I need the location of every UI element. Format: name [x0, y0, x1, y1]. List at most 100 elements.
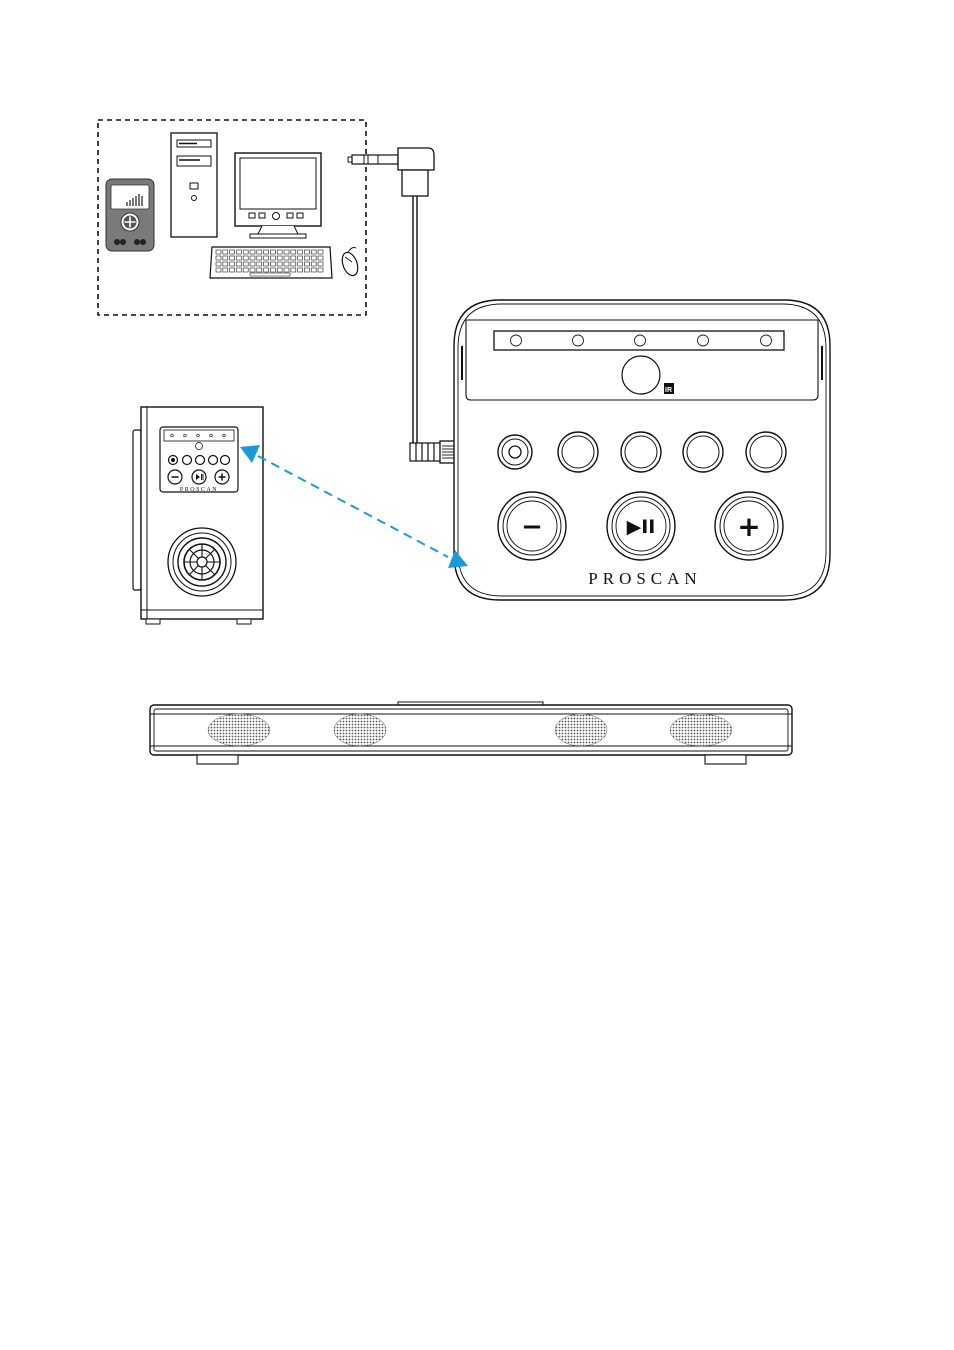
- keyboard-key: [304, 267, 310, 273]
- keyboard-key: [236, 249, 242, 255]
- keyboard-key: [304, 255, 310, 261]
- subwoofer-source-button[interactable]: [219, 454, 231, 466]
- keyboard-key: [304, 261, 310, 267]
- keyboard-key: [310, 249, 317, 255]
- subwoofer-brand-logo: PROSCAN: [180, 487, 218, 493]
- main-unit: IR −: [453, 299, 831, 601]
- speaker-grille: [669, 713, 733, 747]
- source-button-2[interactable]: [620, 431, 662, 473]
- keyboard-spacebar: [249, 272, 291, 277]
- keyboard-key: [256, 249, 263, 255]
- source-button-1[interactable]: [557, 431, 599, 473]
- keyboard-key: [290, 261, 297, 267]
- keyboard-key: [249, 255, 256, 261]
- subwoofer-source-button[interactable]: [194, 454, 206, 466]
- mouse-icon: [341, 247, 359, 277]
- keyboard-key: [215, 255, 222, 261]
- led-indicator: [634, 334, 646, 347]
- minus-symbol: −: [521, 512, 543, 542]
- keyboard-key: [215, 261, 222, 267]
- keyboard-key: [290, 249, 297, 255]
- keyboard-key: [242, 261, 249, 267]
- volume-down-button[interactable]: −: [497, 491, 567, 561]
- keyboard-key: [290, 255, 297, 261]
- keyboard-icon: [209, 246, 333, 279]
- keyboard-key: [270, 255, 276, 261]
- speaker-grille: [333, 713, 387, 747]
- keyboard-key: [256, 255, 263, 261]
- source-devices-dashed-frame: [97, 119, 367, 316]
- keyboard-key: [256, 261, 263, 267]
- keyboard-key: [317, 255, 324, 261]
- keyboard-key: [297, 255, 303, 261]
- play-pause-symbol: ▶II: [627, 516, 656, 538]
- led-indicator-strip: [493, 330, 785, 351]
- keyboard-key: [270, 249, 276, 255]
- keyboard-key: [229, 267, 235, 273]
- keyboard-key: [242, 249, 249, 255]
- keyboard-key: [236, 255, 242, 261]
- subwoofer-source-button[interactable]: [181, 454, 193, 466]
- main-unit-brand-logo: PROSCAN: [588, 569, 701, 588]
- led-indicator: [510, 334, 522, 347]
- keyboard-key: [229, 261, 235, 267]
- subwoofer-volume-down-button[interactable]: [167, 469, 183, 485]
- keyboard-key: [222, 267, 229, 273]
- led-indicator: [760, 334, 772, 347]
- speaker-grille: [554, 713, 608, 747]
- keyboard-key: [297, 249, 303, 255]
- keyboard-key: [304, 249, 310, 255]
- source-button-4[interactable]: [745, 431, 787, 473]
- keyboard-key: [297, 261, 303, 267]
- keyboard-key: [222, 255, 229, 261]
- wireless-link-arrow: [240, 445, 468, 568]
- keyboard-key: [310, 255, 317, 261]
- keyboard-key: [263, 249, 269, 255]
- keyboard-key: [276, 249, 283, 255]
- play-pause-button[interactable]: ▶II: [606, 491, 676, 561]
- subwoofer-play-pause-button[interactable]: [191, 469, 207, 485]
- keyboard-key: [229, 255, 235, 261]
- subwoofer-volume-up-button[interactable]: [214, 469, 230, 485]
- keyboard-key: [263, 255, 269, 261]
- keyboard-key: [310, 267, 317, 273]
- keyboard-key: [283, 267, 290, 273]
- keyboard-key: [297, 267, 303, 273]
- keyboard-key: [242, 267, 249, 273]
- keyboard-key: [270, 261, 276, 267]
- keyboard-key: [236, 261, 242, 267]
- keyboard-key: [310, 261, 317, 267]
- volume-up-button[interactable]: +: [714, 491, 784, 561]
- speaker-grille: [207, 713, 271, 747]
- keyboard-key: [256, 267, 263, 273]
- keyboard-key: [236, 267, 242, 273]
- keyboard-key: [249, 249, 256, 255]
- source-button-3[interactable]: [682, 431, 724, 473]
- subwoofer-input-jack[interactable]: [167, 454, 179, 466]
- keyboard-key: [270, 267, 276, 273]
- keyboard-key: [229, 249, 235, 255]
- keyboard-key: [283, 261, 290, 267]
- mp3-player-icon: [105, 178, 155, 252]
- subwoofer-source-button[interactable]: [207, 454, 219, 466]
- keyboard-key: [317, 267, 324, 273]
- keyboard-key: [276, 261, 283, 267]
- keyboard-key: [276, 255, 283, 261]
- led-indicator: [697, 334, 709, 347]
- keyboard-key: [283, 249, 290, 255]
- keyboard-key: [317, 261, 324, 267]
- keyboard-key: [222, 261, 229, 267]
- soundbar: [149, 701, 793, 765]
- keyboard-key: [249, 267, 256, 273]
- soundbar-foot: [704, 754, 747, 765]
- computer-tower-icon: [170, 132, 218, 238]
- audio-plug-icon: [347, 147, 435, 197]
- plus-symbol: +: [737, 510, 760, 543]
- keyboard-key: [317, 249, 324, 255]
- keyboard-key: [249, 261, 256, 267]
- led-indicator: [572, 334, 584, 347]
- soundbar-foot: [196, 754, 239, 765]
- keyboard-key: [222, 249, 229, 255]
- keyboard-key: [215, 249, 222, 255]
- aux-input-jack[interactable]: [497, 434, 533, 470]
